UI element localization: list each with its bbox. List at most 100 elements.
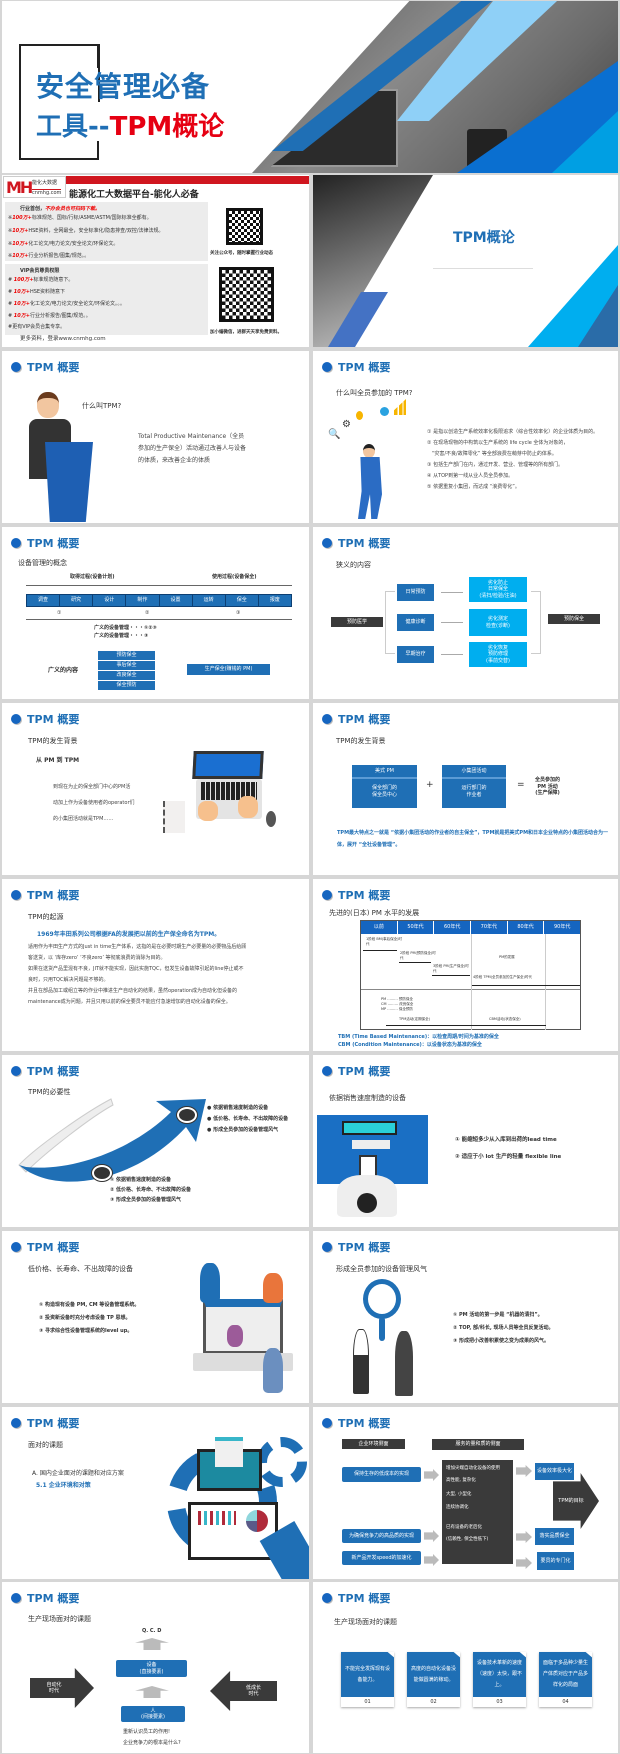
hand-right [238, 796, 258, 818]
slide-header: TPM 概要 [338, 1592, 391, 1605]
connector-arrow [441, 622, 463, 623]
slide-low-cost-equipment: TPM 概要 低价格、长寿命、不出故障的设备 ① 构造现有设备 PM, CM 等… [2, 1231, 309, 1403]
section1-title: 行业首创，不办会员也可扫码下载。 [20, 206, 208, 212]
laptop-illustration [163, 751, 278, 855]
box-line: (事前交替) [486, 657, 510, 664]
stage-arrow [363, 950, 397, 951]
title-line2-red: TPM概论 [109, 112, 225, 142]
phase-acquisition: 取得过程(设备计划) [70, 574, 115, 580]
box-body: 保全部门的保全员中心 [372, 785, 397, 798]
arrow-line: 自动化 [46, 1681, 62, 1688]
slide-field-challenges-qcd: TPM 概要 生产现场面对的课题 Q. C. D 设备(直接要素) 人(间接要素… [2, 1582, 309, 1753]
arrow-line: 时代 [248, 1691, 259, 1697]
list-item: ③ 寻求综合性设备管理系统的level up。 [39, 1328, 133, 1334]
item-num: 10万+ [13, 289, 30, 296]
item-text: 标准规范随意下。 [33, 277, 74, 284]
list-item: ② 低价格、长寿命、不出故障的设备 [110, 1187, 191, 1193]
bullet-icon [322, 1593, 332, 1603]
trend-item: 大型, 小型化 [446, 1491, 472, 1497]
item-num: 10万+ [13, 313, 30, 320]
legend-item: CM ……… 改良保全 [381, 1001, 414, 1006]
low-growth-era-arrow: 低成长时代 [210, 1671, 277, 1711]
speed-box: 新产品开发speed的加速化 [342, 1551, 421, 1565]
tbm-arrow [386, 1025, 506, 1026]
column-header: 50年代 [398, 921, 435, 934]
step-cell: 设置 [159, 595, 193, 606]
question: 什么叫全员参加的 TPM? [336, 389, 413, 397]
broad-management-line: 广义的设备管理・・・①②③ [94, 625, 157, 631]
item-text: 行业分析报告/图集/规范。。 [28, 253, 90, 260]
box-head: 小集团活动 [442, 765, 506, 780]
section2-title: VIP会员尊贵权限 [20, 268, 60, 274]
table-divider [361, 989, 580, 990]
slide-what-is-tpm: TPM 概要 什么叫TPM? Total Productive Maintena… [2, 351, 309, 523]
maintenance-box: 改良保全 [98, 671, 155, 680]
result-line: 全员参加的 [535, 777, 561, 783]
stage-label: 4阶段 TPM(全员参加的生产保全)时代 [473, 975, 532, 979]
desk-illustration [317, 1115, 428, 1225]
speaker-illustration [17, 387, 97, 522]
trend-item: 已有设备的老后化 [446, 1525, 482, 1531]
slide-header: TPM 概要 [27, 1065, 80, 1078]
bullet-icon [11, 1066, 21, 1076]
item-num: 10万+ [13, 301, 30, 308]
title-bracket-bottom [19, 158, 99, 160]
section1-item: ※100万+标准规范、国标/行标/ASME/ASTM/国际标准全都有。 [8, 215, 152, 222]
trend-item: 增加尖端自动化设备的使用 [446, 1466, 500, 1471]
question-2: 企业竞争力的根本是什么? [123, 1740, 181, 1746]
low-cost-list: ① 构造现有设备 PM, CM 等设备管理系统。 ② 投资新设备时充分考虑设备 … [39, 1299, 139, 1338]
deterioration-measure-box: 劣化测定检查(诊断) [469, 609, 527, 636]
more-link[interactable]: 更多资料，登录www.cnmhg.com [20, 336, 106, 342]
section1-item: ※10万+HSE资料，全网最全，安全标准化/隐患排查/双控/法律法规。 [8, 228, 164, 235]
stage-label: 2阶段 PM(预防保全)时代 [400, 951, 436, 960]
slide-subtitle: TPM的发生背景 [28, 737, 78, 745]
chat-icon [177, 1107, 197, 1123]
tbm-label: TPM活动(定期保全) [399, 1017, 430, 1021]
speed-list: ① 能缩短多少从入库到出荷的lead time ② 适应于小 lot 生产的轻量… [455, 1132, 561, 1166]
logo-text: 能化大数据 [32, 180, 58, 186]
cover-slide: TPM概论 [313, 175, 618, 347]
challenge-card: 面临于多品种少量生产体质对应于产品多样化的局面 04 [539, 1652, 592, 1707]
challenge-card: 设备技术革新的速度（速度）太快，跟不上。 03 [473, 1652, 526, 1707]
bullet-icon [322, 362, 332, 372]
person-gray [263, 1348, 283, 1393]
item-text: 化工论文/电力论文/安全论文/环保论文。。。 [29, 301, 125, 308]
table-header: 以前 50年代 60年代 70年代 80年代 90年代 [361, 921, 580, 934]
quality-maintenance-box: 落实品质保全 [535, 1528, 574, 1545]
bullet-text: 依据销售速度制造的设备 [213, 1105, 269, 1111]
paragraph-line: 良时，只用TQC解决问题是不够的。 [28, 977, 109, 983]
box-line: 劣化恢复 [487, 645, 508, 652]
column-header: 60年代 [434, 921, 472, 934]
bullet-icon [11, 1242, 21, 1252]
up-arrow-gray [135, 1686, 169, 1698]
bullet-icon [322, 538, 332, 548]
table-divider-v [471, 934, 472, 1030]
equipment-trends-panel: 增加尖端自动化设备的使用 高性能, 复杂化 大型, 小型化 连续协调化 已有设备… [442, 1460, 513, 1564]
box-head: 美式 PM [352, 765, 417, 780]
environment-link[interactable]: 5.1 企业环境和对策 [36, 1482, 91, 1489]
card-text: 设备技术革新的速度（速度）太快，跟不上。 [473, 1652, 526, 1697]
background-paragraph: 到现在为止的保全部门中心的PM活 动加上作为设备使用者的operator们 的小… [53, 779, 135, 827]
slide-tpm-goals: TPM 概要 企业环境侧面 服务的量和质的侧面 保持生存的低成本的实现 为确保竞… [313, 1407, 618, 1579]
table-divider-v [545, 934, 546, 1030]
slide-header: TPM 概要 [27, 1592, 80, 1605]
bullet-item: ● 依据销售速度制造的设备 [207, 1105, 269, 1111]
item-text: HSE资料随意下 [29, 289, 66, 296]
necessity-bullets: ● 依据销售速度制造的设备 ● 低价格、长寿命、不出故障的设备 ● 形成全员参加… [207, 1103, 288, 1136]
cbm-label: CBM活动(状态保全) [489, 1017, 521, 1021]
result-line: PM 活动 [537, 783, 558, 790]
slide-header: TPM 概要 [27, 1417, 80, 1430]
equipment-box: 设备(直接要素) [116, 1660, 187, 1677]
list-item: ② TOP, 部/科长, 现场人员等全员反复活动。 [453, 1325, 554, 1331]
bullet-icon [11, 714, 21, 724]
column-header: 80年代 [508, 921, 545, 934]
slide-header: TPM 概要 [27, 537, 80, 550]
section2-item: # 100万+标准规范随意下。 [8, 277, 74, 284]
qr-code-2 [219, 267, 274, 322]
title-line2: 工具--TPM概论 [36, 106, 224, 143]
bullet-item: ● 形成全员参加的设备管理风气 [207, 1127, 279, 1133]
stage-arrow [472, 985, 580, 986]
box-line: 检查(诊断) [486, 622, 510, 629]
broad-management-line-2: 广义的设备管理・・・③ [94, 633, 149, 639]
gray-arrow [424, 1530, 439, 1542]
